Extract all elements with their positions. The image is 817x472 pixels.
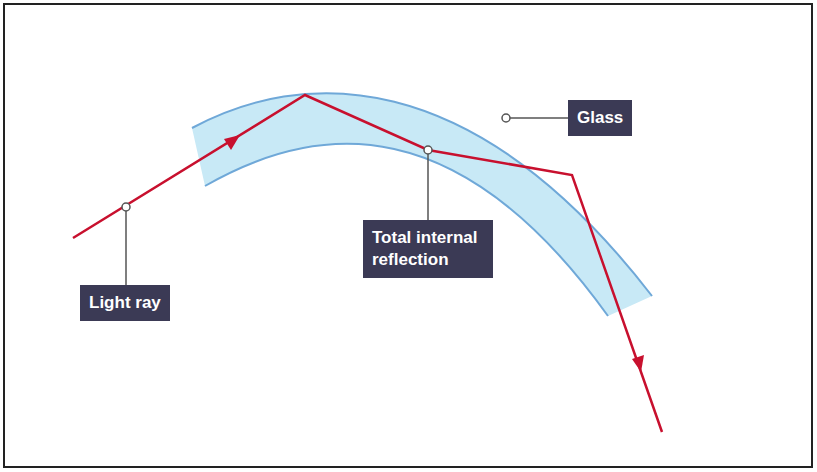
callout-label: Total internal reflection (363, 220, 493, 278)
leader-dot (424, 146, 432, 154)
ray-arrowhead (224, 135, 240, 150)
leader-line (427, 150, 429, 222)
leader-line (506, 117, 568, 119)
frame (4, 4, 812, 467)
ray-arrowhead (632, 355, 644, 372)
leader-line (125, 207, 127, 285)
callout-label: Light ray (80, 285, 170, 321)
callout-label: Glass (568, 100, 632, 136)
light-ray (73, 95, 662, 432)
glass-outer-edge (192, 93, 652, 296)
leader-dot (502, 114, 510, 122)
leader-dot (122, 203, 130, 211)
